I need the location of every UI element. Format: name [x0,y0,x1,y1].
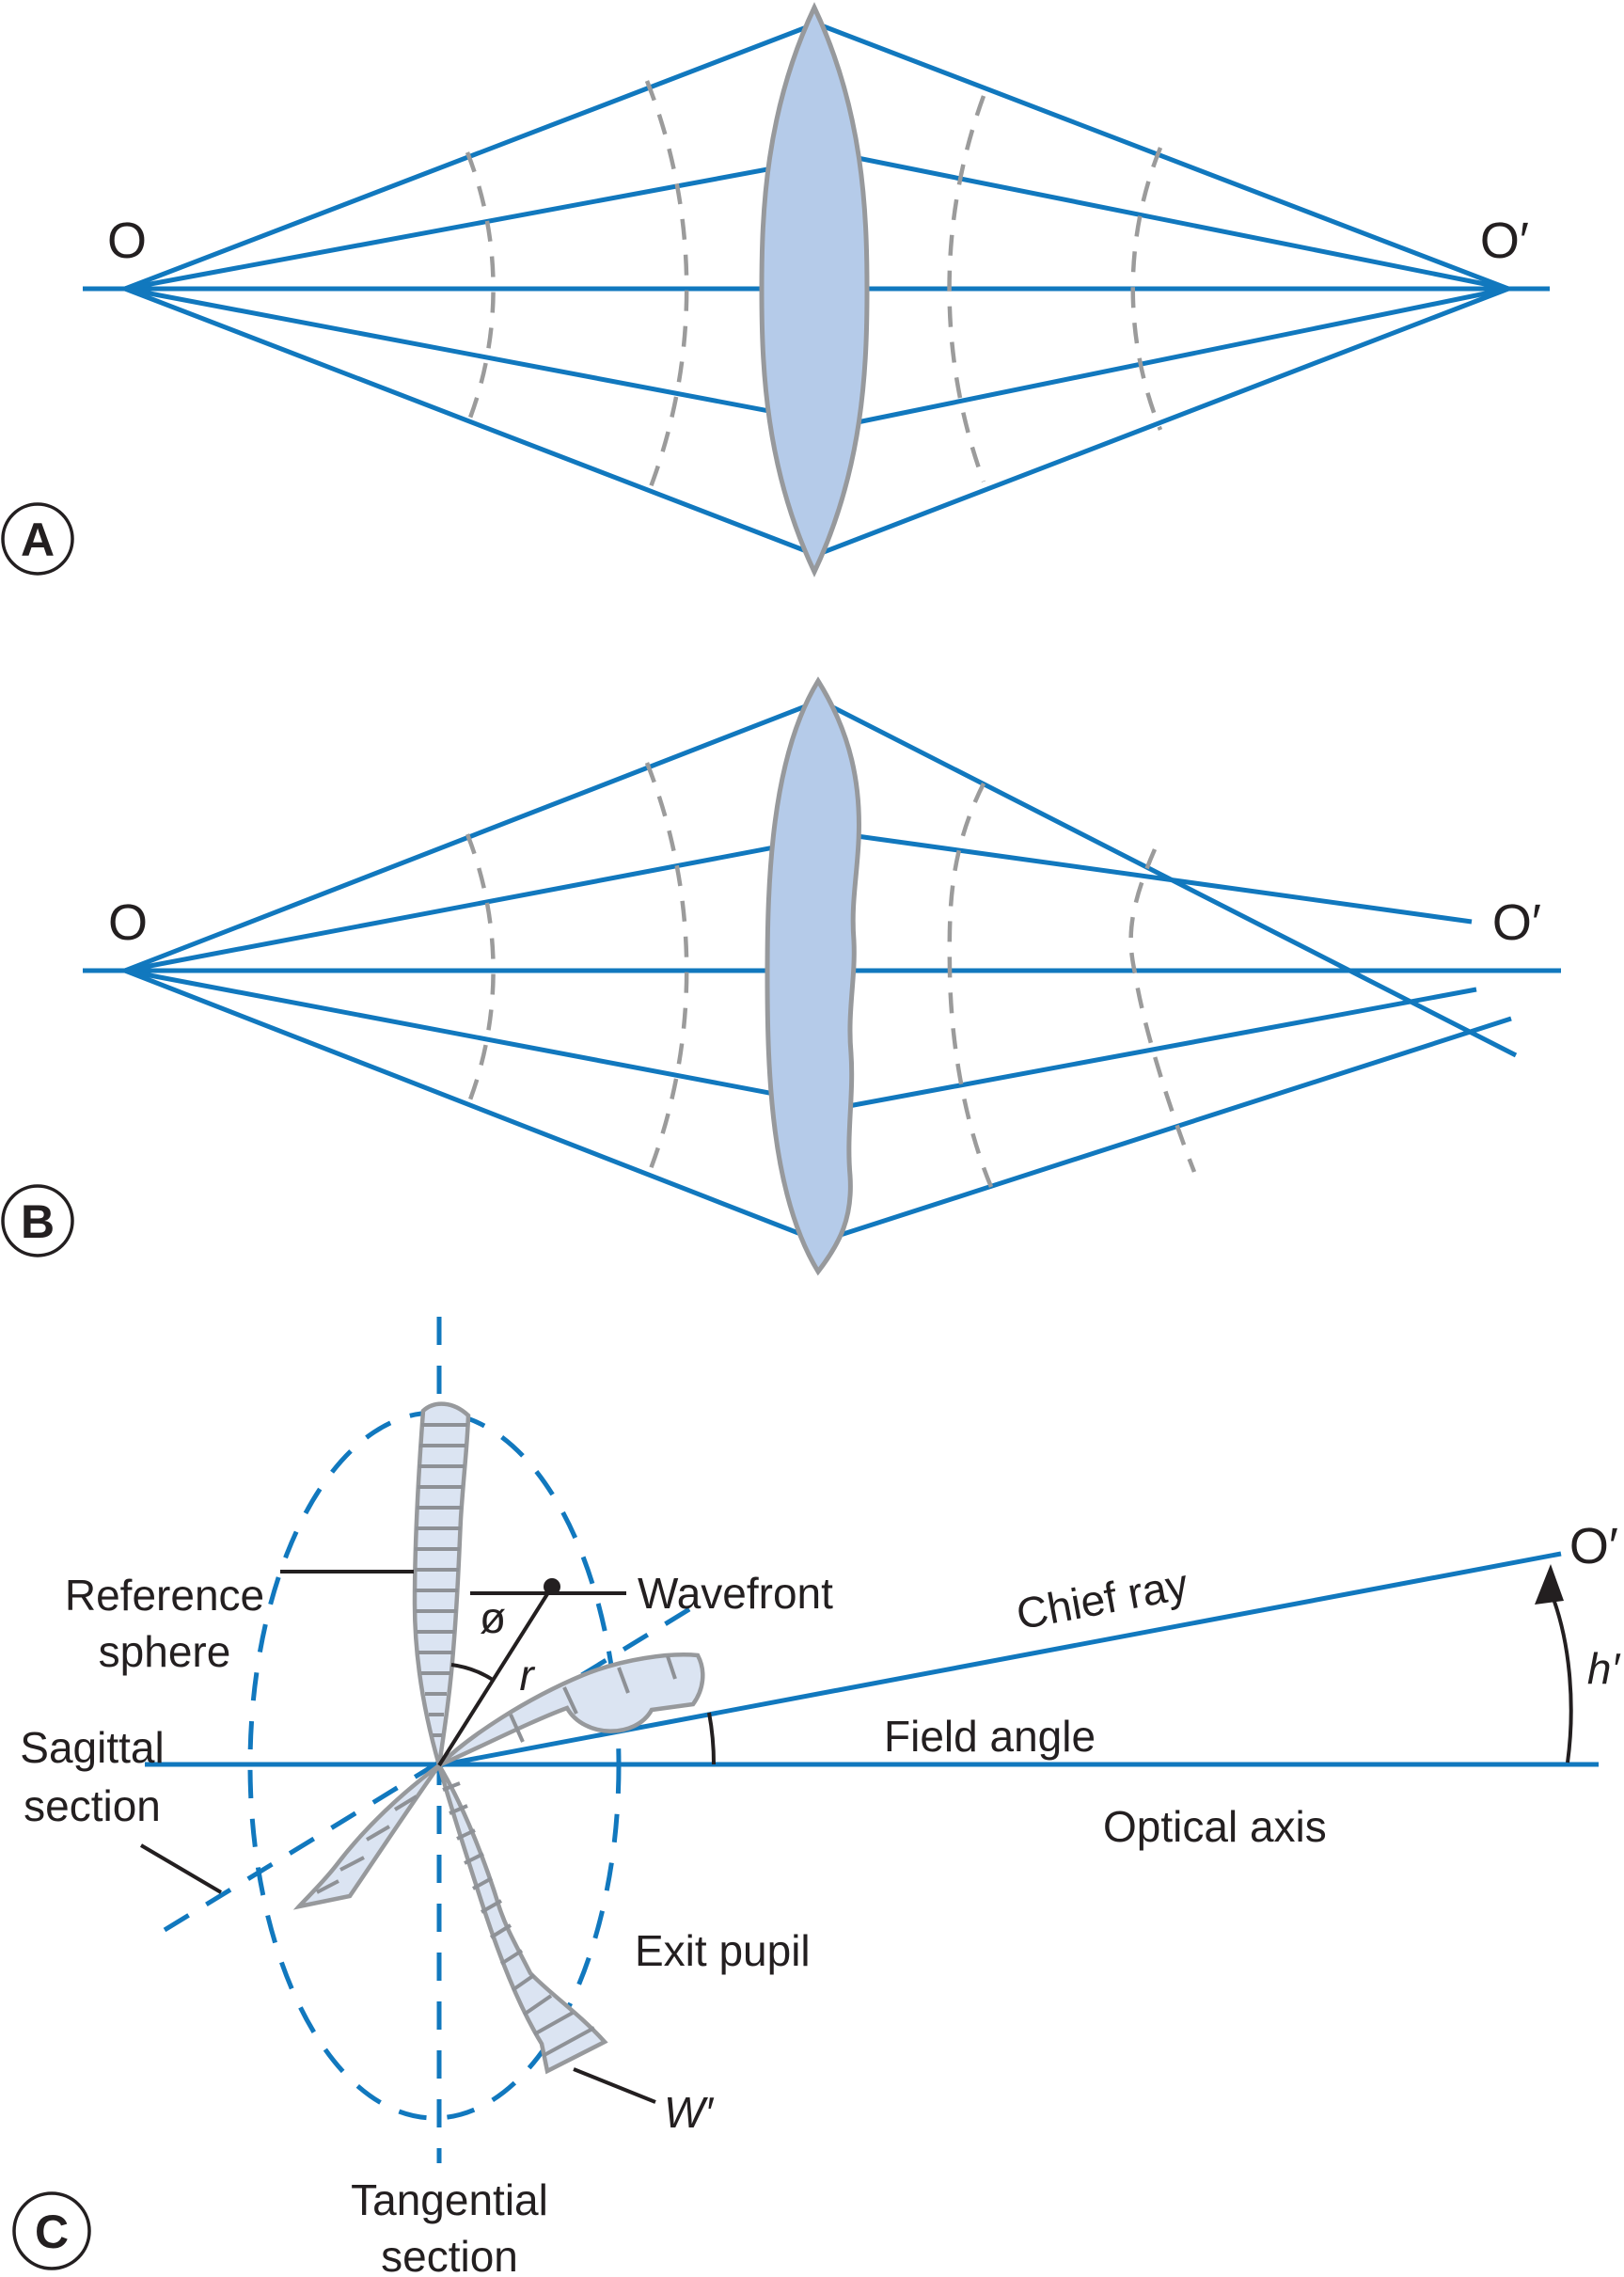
panel-c-badge-circle [12,2191,91,2270]
panel-c-image-label: O′ [1569,1518,1618,1574]
w-prime-wavefront-hatch [442,1781,595,2058]
pupil-point-dot [544,1578,560,1595]
panel-a: O O′ A [1,2,1550,577]
sagittal-section-label-line1: Sagittal [20,1723,164,1772]
sagittal-section-callout [139,1843,223,1894]
panel-a-badge-circle [1,502,74,576]
wavefront-arc-left-2 [644,80,689,498]
panel-b-badge-letter: B [21,1195,55,1248]
w-prime-callout [573,2067,656,2104]
panel-a-image-label: O′ [1480,213,1529,269]
reference-sphere-label-line1: Reference [65,1571,264,1620]
panel-a-lens [759,2,870,577]
h-prime-arrowhead [1535,1564,1564,1605]
sagittal-section-label-line2: section [24,1781,161,1830]
panel-b-image-label: O′ [1492,894,1541,951]
wavefront-arc-right-1 [947,95,986,482]
wavefront-arc-left-1 [465,833,496,1108]
tangential-wavefront-hatch [415,1423,467,1737]
h-prime-arrow-shaft [1552,1598,1573,1763]
panel-b-wavefronts [465,762,1197,1188]
tangential-section-label-line1: Tangential [351,2175,548,2224]
panel-c: Reference sphere Wavefront Sagittal sect… [12,1317,1621,2277]
wavefront-arc-left-1 [465,151,496,426]
exit-pupil-label: Exit pupil [635,1926,811,1975]
panel-a-object-label: O [107,213,147,269]
panel-c-badge-letter: C [35,2206,69,2258]
w-prime-wavefront-outline [436,1763,608,2075]
panel-b: O O′ B [1,676,1561,1276]
sagittal-wavefront-blade-upper [437,1652,705,1768]
panel-a-wavefronts [465,80,1163,498]
sagittal-blade-lower-outline [292,1763,441,1910]
field-angle-label: Field angle [884,1712,1096,1761]
pupil-radius-line [437,1585,554,1767]
w-prime-label: W′ [664,2088,714,2137]
pupil-radius-label: r [519,1651,535,1700]
wavefront-label: Wavefront [638,1569,833,1618]
pupil-angle-label: ø [480,1593,506,1642]
pupil-angle-arc [450,1663,495,1682]
panel-c-callouts [139,1570,656,2104]
h-prime-label: h′ [1587,1644,1621,1693]
wavefront-arc-right-2 [1130,147,1163,431]
image-height-arrow [1535,1564,1573,1763]
tangential-section-label-line2: section [381,2232,518,2277]
sagittal-wavefront-blade-lower [292,1763,441,1910]
field-angle-arc [707,1712,717,1765]
sagittal-blade-upper-hatch [509,1655,677,1743]
panel-b-object-label: O [108,894,148,951]
sagittal-blade-upper-outline [437,1652,705,1768]
w-prime-wavefront-band [436,1763,608,2075]
panel-b-badge-circle [1,1184,74,1257]
panel-b-lens-aberrated [765,676,861,1276]
tangential-wavefront-outline [412,1401,471,1766]
wavefront-arc-left-2 [644,762,689,1179]
sagittal-blade-lower-hatch [316,1795,418,1894]
panel-a-badge-letter: A [21,514,55,566]
reference-sphere-label-line2: sphere [99,1627,231,1676]
tangential-wavefront-band [412,1401,471,1766]
optical-axis-label: Optical axis [1103,1802,1327,1851]
wavefront-arc-right-1-aberrated [947,782,994,1188]
